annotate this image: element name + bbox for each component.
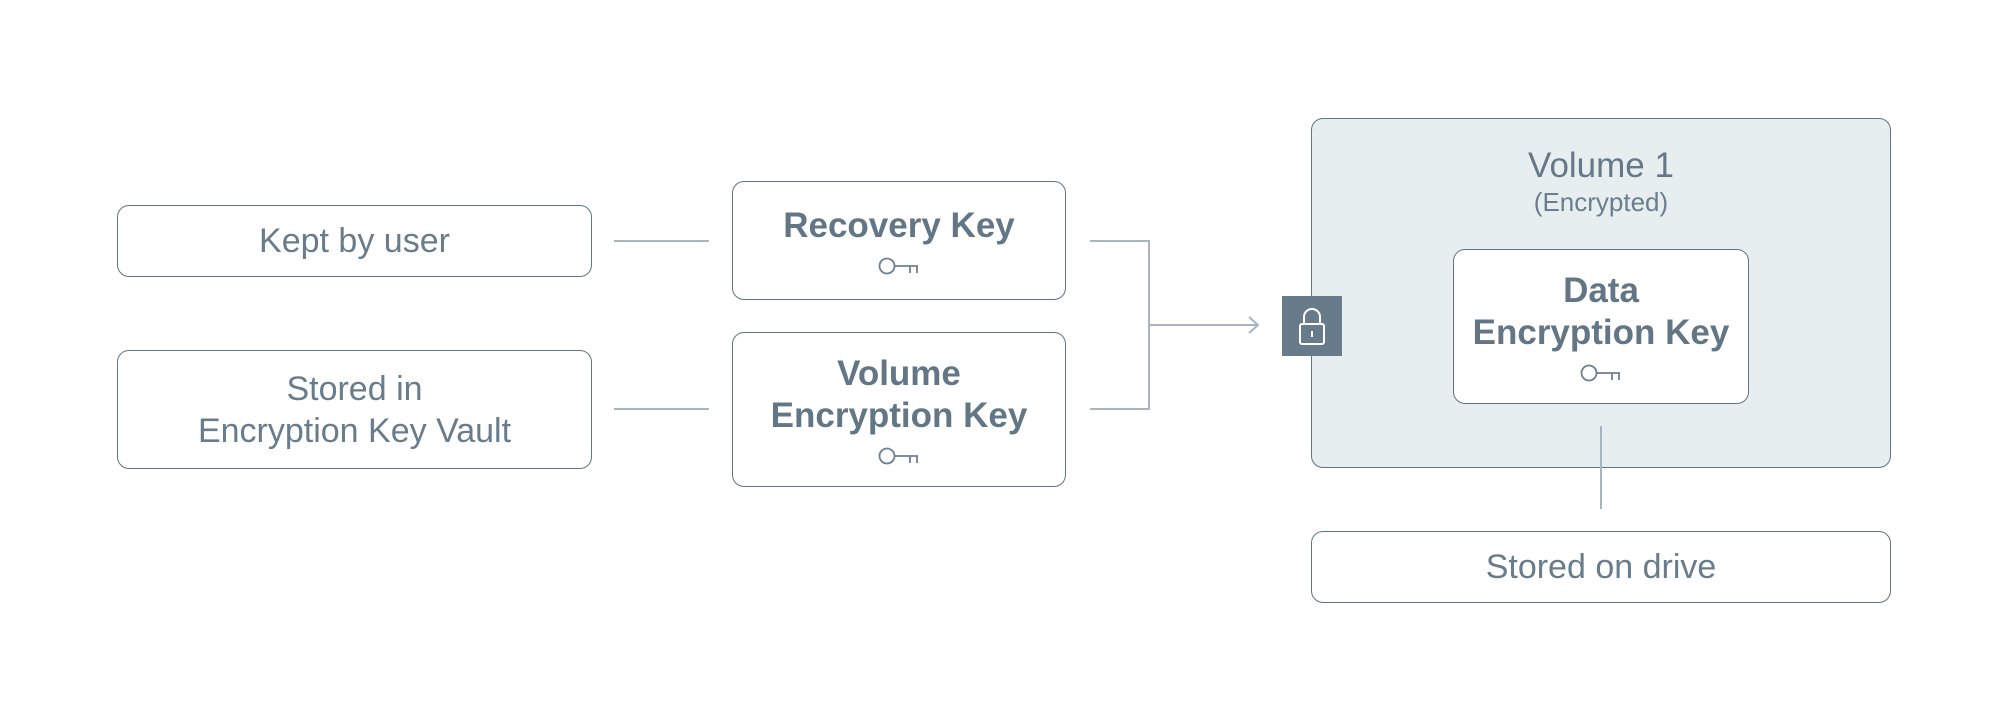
volume-key-title-line1: Volume <box>837 353 961 393</box>
lock-badge <box>1282 296 1342 356</box>
data-encryption-key-box: Data Encryption Key <box>1453 249 1749 404</box>
kept-by-user-box: Kept by user <box>117 205 592 277</box>
data-key-title-line1: Data <box>1563 270 1639 310</box>
key-icon <box>1580 364 1620 381</box>
volume-subtitle: (Encrypted) <box>1533 187 1669 217</box>
recovery-key-title: Recovery Key <box>783 205 1015 245</box>
key-icon <box>878 257 918 274</box>
vault-label-line2: Encryption Key Vault <box>197 411 512 450</box>
arrowhead-to-lock <box>1248 316 1260 334</box>
stored-on-drive-label: Stored on drive <box>1485 548 1717 586</box>
kept-by-user-label: Kept by user <box>259 222 450 260</box>
stored-on-drive-box: Stored on drive <box>1311 531 1891 603</box>
volume-encryption-key-box: Volume Encryption Key <box>732 332 1066 487</box>
volume-title: Volume 1 <box>1528 146 1674 185</box>
data-key-title-line2: Encryption Key <box>1472 312 1730 352</box>
padlock-icon <box>1299 308 1325 345</box>
recovery-key-box: Recovery Key <box>732 181 1066 300</box>
key-icon <box>878 447 918 464</box>
volume-key-title-line2: Encryption Key <box>770 395 1028 435</box>
volume-container: Volume 1 (Encrypted) Data Encryption Key <box>1311 118 1891 468</box>
vault-label-line1: Stored in <box>286 369 423 408</box>
encryption-key-vault-box: Stored in Encryption Key Vault <box>117 350 592 469</box>
